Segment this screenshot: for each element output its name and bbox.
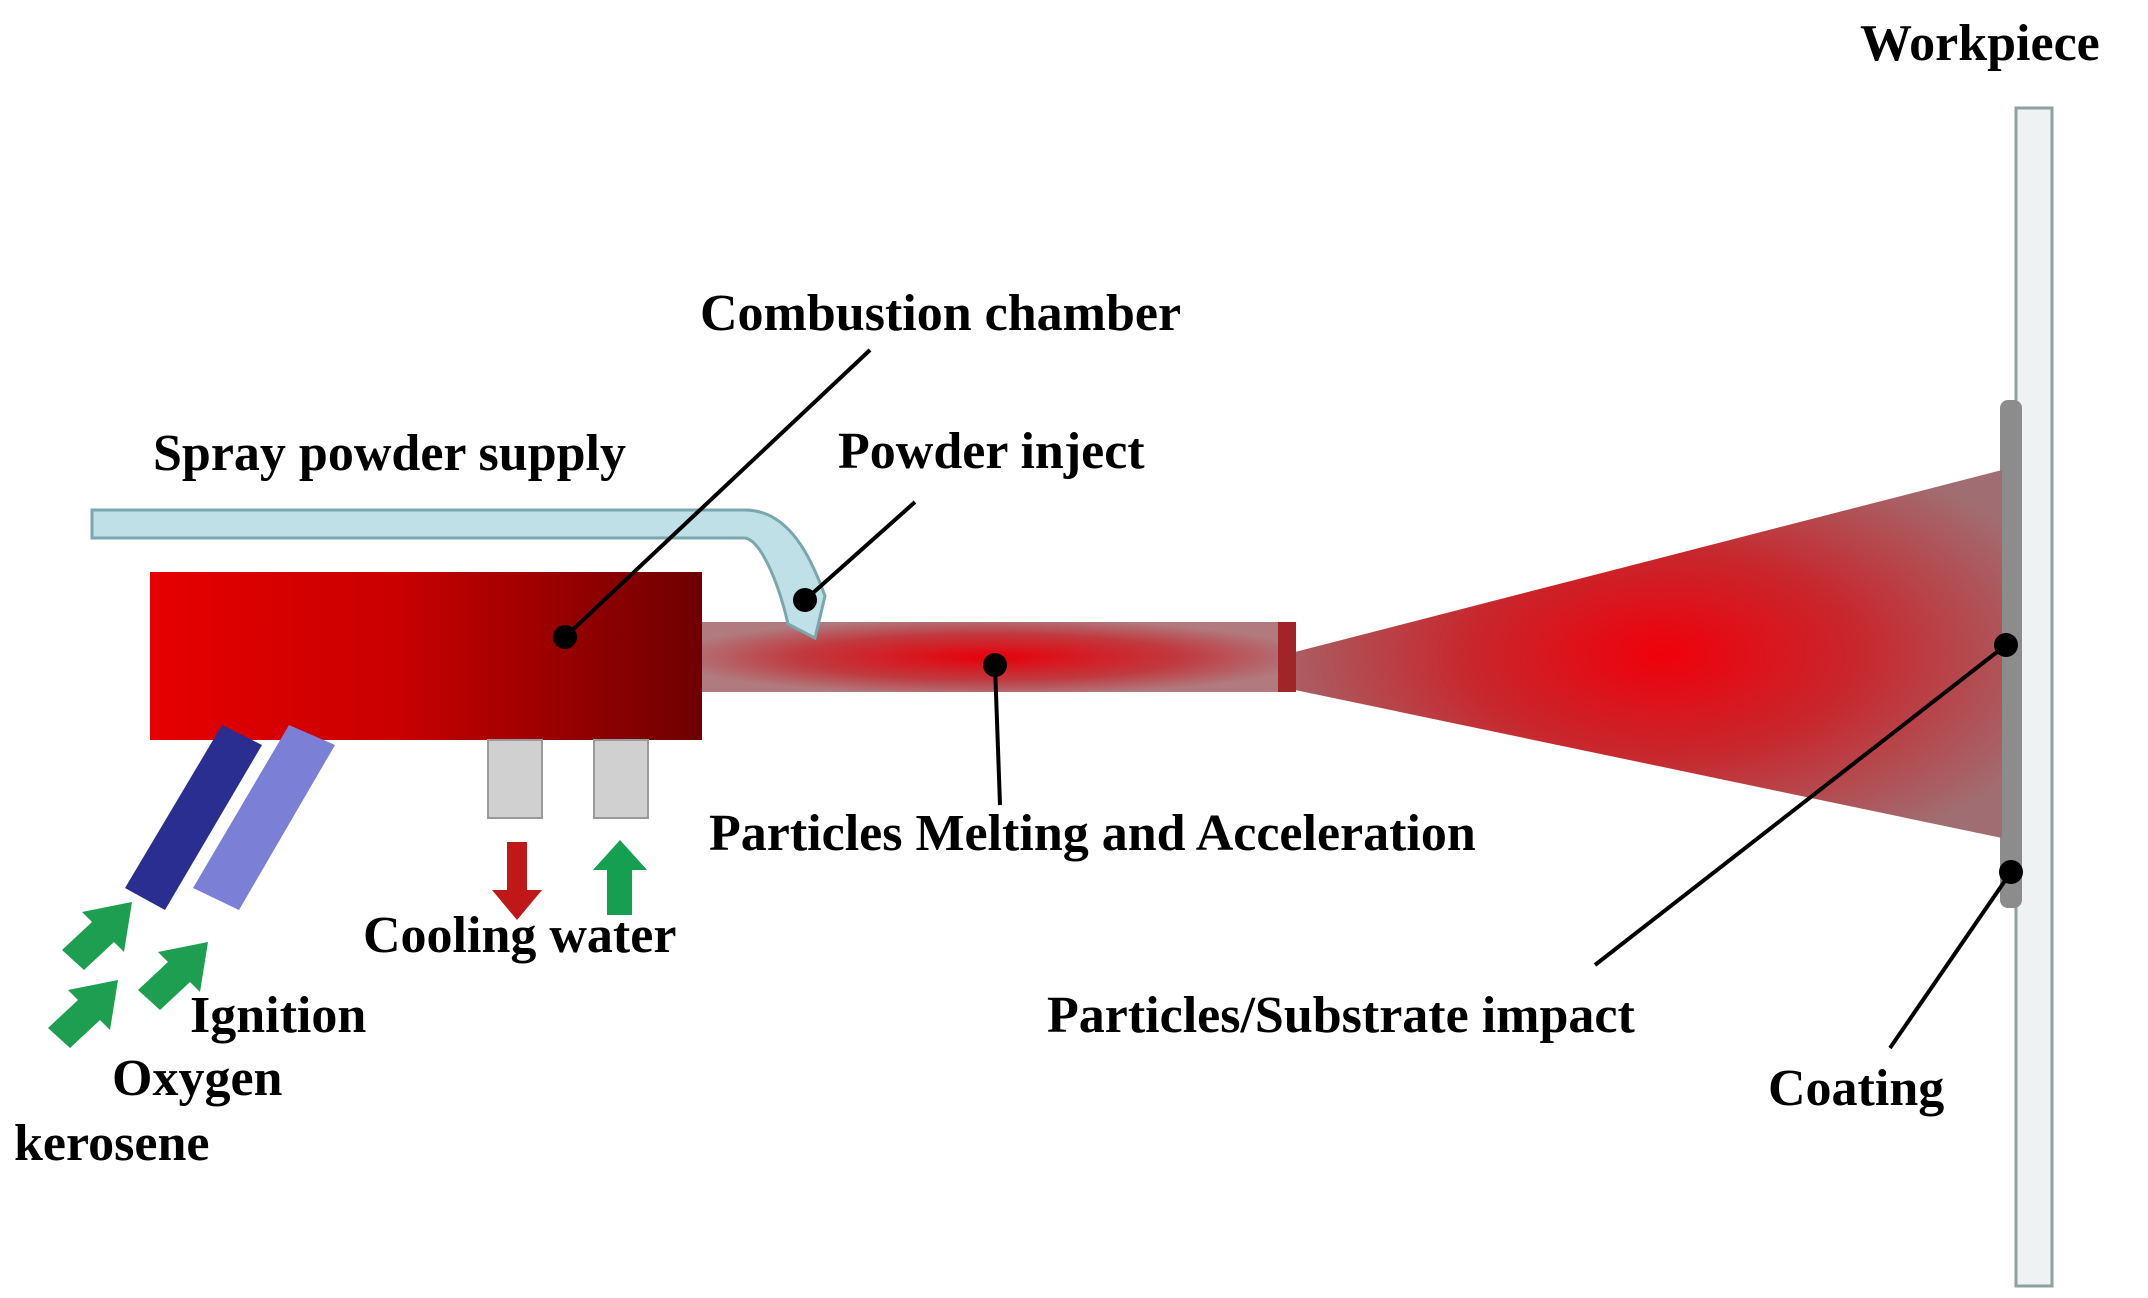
combustion-chamber-body [150, 572, 702, 740]
spray-jet [1295, 470, 2002, 838]
label-cooling-water: Cooling water [363, 907, 676, 964]
dot-substrate-impact [1994, 633, 2018, 657]
water-outlet-pipe [487, 739, 543, 819]
label-oxygen: Oxygen [112, 1050, 283, 1107]
leader-coating [1888, 870, 2013, 1050]
label-kerosene: kerosene [14, 1115, 209, 1172]
dot-combustion-chamber [553, 625, 577, 649]
label-ignition: Ignition [190, 987, 366, 1044]
dot-powder-inject [793, 588, 817, 612]
leader-combustion-chamber [563, 348, 872, 639]
label-workpiece: Workpiece [1860, 15, 2100, 72]
leader-powder-inject [803, 500, 917, 602]
kerosene-pipe [193, 725, 335, 910]
dot-coating [1999, 860, 2023, 884]
label-combustion-chamber: Combustion chamber [700, 285, 1181, 342]
water-in-arrow [593, 840, 647, 915]
label-particles-melting: Particles Melting and Acceleration [709, 805, 1476, 862]
leader-particles-melting [993, 664, 1002, 806]
label-powder-inject: Powder inject [838, 423, 1145, 480]
dot-particles-melting [983, 653, 1007, 677]
water-out-arrow [492, 842, 542, 920]
nozzle-ring [1278, 622, 1296, 692]
powder-supply-pipe [90, 508, 827, 641]
oxygen-pipe [125, 725, 262, 910]
label-spray-powder-supply: Spray powder supply [153, 425, 626, 482]
fuel-arrows [48, 902, 208, 1048]
water-inlet-pipe [593, 739, 649, 819]
leader-substrate-impact [1593, 643, 2008, 967]
label-coating: Coating [1768, 1060, 1944, 1117]
label-particles-substrate: Particles/Substrate impact [1047, 987, 1635, 1044]
